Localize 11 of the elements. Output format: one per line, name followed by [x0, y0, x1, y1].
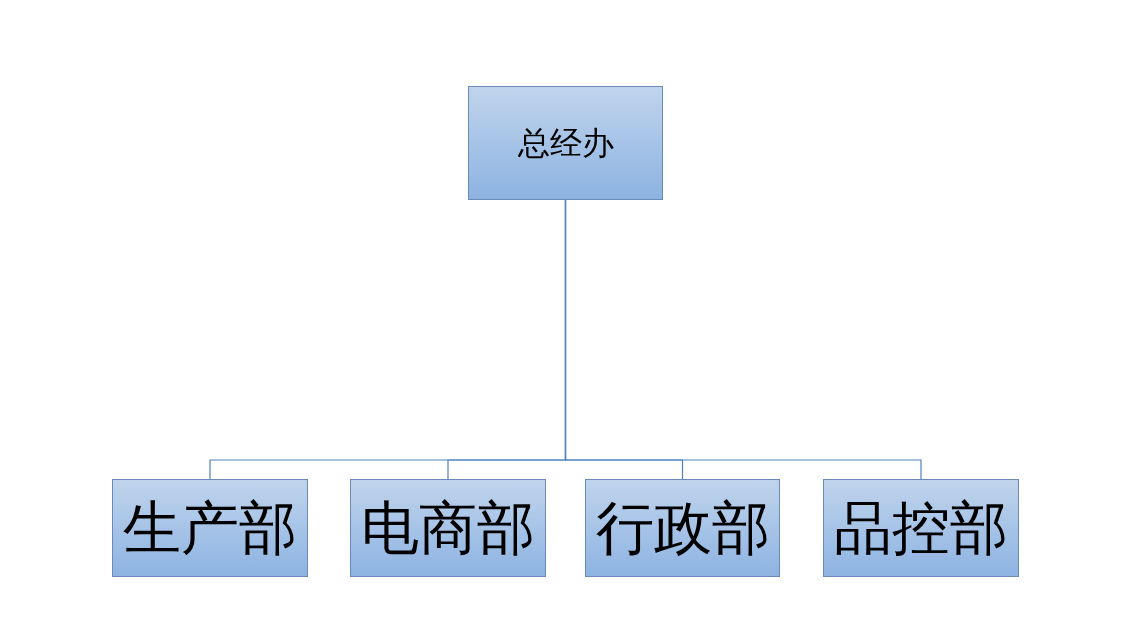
box-label: 电商部: [361, 499, 535, 557]
box-label: 生产部: [123, 499, 297, 557]
box-label: 总经办: [517, 127, 614, 159]
box-label: 行政部: [595, 499, 770, 557]
box-label: 品控部: [834, 499, 1008, 557]
org-box: [112, 479, 308, 577]
org-box: [585, 479, 780, 577]
org-box: [823, 479, 1019, 577]
org-box: [468, 86, 663, 200]
connector-line: [564, 199, 922, 480]
org-box: [350, 479, 546, 577]
